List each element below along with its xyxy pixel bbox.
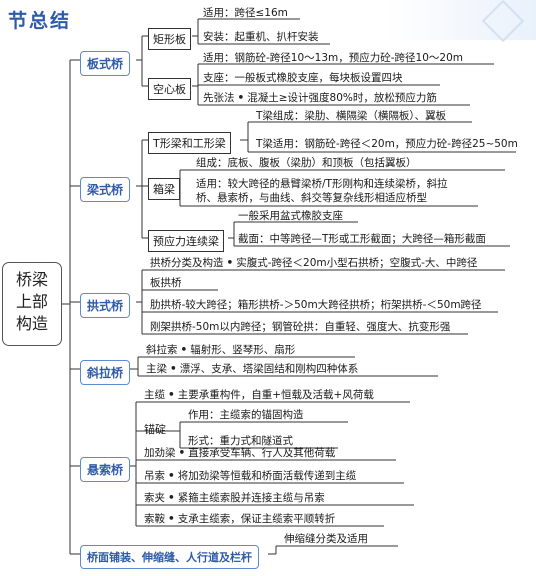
bullet-dot: • <box>168 492 175 504</box>
text-prestressed-support: 一般采用盆式橡胶支座 <box>238 210 343 222</box>
text-expansion-joint: 伸缩缝分类及适用 <box>284 533 368 545</box>
text-stiffening-girder: 加劲梁•直接承受车辆、行人及其他荷载 <box>144 447 336 459</box>
text-cable-clamp: 索夹•紧箍主缆索股并连接主缆与吊索 <box>144 492 325 504</box>
bullet-dot: • <box>237 92 245 104</box>
text-rib-arch: 肋拱桥-较大跨径；箱形拱桥-＞50m大跨径拱桥；桁架拱桥-＜50m跨径 <box>150 299 482 311</box>
text-t-composition: T梁组成：梁肋、横隔梁（横隔板）、翼板 <box>256 110 447 122</box>
watermark <box>386 0 536 43</box>
node-rectangular-slab: 矩形板 <box>148 28 191 50</box>
text-rigid-arch: 刚架拱桥-50m以内跨径；钢管砼拱：自重轻、强度大、抗变形强 <box>150 321 451 333</box>
node-prestressed-continuous: 预应力连续梁 <box>148 230 224 252</box>
text-main-girder: 主梁•漂浮、支承、塔梁固结和刚构四种体系 <box>146 363 359 375</box>
bullet-dot: • <box>180 344 188 356</box>
text-box-composition: 组成：底板、腹板（梁肋）和顶板（包括翼板） <box>196 157 417 169</box>
node-hollow-slab: 空心板 <box>148 78 191 100</box>
text-box-applicability-1: 适用：较大跨径的悬臂梁桥/T形刚构和连续梁桥，斜拉 <box>196 178 448 190</box>
text-slab-arch: 板拱桥 <box>150 277 182 289</box>
node-t-beam: T形梁和工形梁 <box>148 132 231 154</box>
text-hollow-support: 支座：一般板式橡胶支座，每块板设置四块 <box>203 72 403 84</box>
node-anchorage: 锚碇 <box>144 423 166 436</box>
category-cable-stayed: 斜拉桥 <box>80 360 131 385</box>
category-beam-bridge: 梁式桥 <box>80 177 131 202</box>
text-anchor-form: 形式：重力式和隧道式 <box>188 435 293 447</box>
bullet-dot: • <box>168 389 175 401</box>
text-arch-classification: 拱桥分类及构造•实腹式-跨径＜20m小型石拱桥；空腹式-大、中跨径 <box>150 257 478 269</box>
category-arch-bridge: 拱式桥 <box>80 293 131 318</box>
text-hollow-span: 适用：钢筋砼-跨径10～13m，预应力砼-跨径10～20m <box>203 52 463 64</box>
category-slab-bridge: 板式桥 <box>80 51 131 76</box>
text-rect-install: 安装：起重机、扒杆安装 <box>203 31 319 43</box>
root-node: 桥梁 上部 构造 <box>2 262 62 346</box>
text-rect-span: 适用：跨径≤16m <box>203 7 288 19</box>
text-prestressed-section: 截面：中等跨径—T形或工形截面；大跨径—箱形截面 <box>238 233 486 245</box>
node-box-girder: 箱梁 <box>148 178 180 200</box>
bullet-dot: • <box>168 513 175 525</box>
text-box-applicability-2: 桥、悬索桥，与曲线、斜交等复杂线形相适应桥型 <box>196 192 427 204</box>
text-anchor-function: 作用：主缆索的锚固构造 <box>188 409 304 421</box>
bullet-dot: • <box>170 363 177 375</box>
text-hanger: 吊索•将加劲梁等恒载和桥面活载传递到主缆 <box>144 470 357 482</box>
category-suspension: 悬索桥 <box>80 457 131 482</box>
text-main-cable: 主缆•主要承重构件，自重+恒载及活载+风荷载 <box>144 389 374 401</box>
bullet-dot: • <box>178 447 186 459</box>
bullet-dot: • <box>226 257 234 269</box>
bullet-dot: • <box>168 470 175 482</box>
text-stay-cable: 斜拉索•辐射形、竖琴形、扇形 <box>146 344 296 356</box>
category-deck-accessories: 桥面铺装、伸缩缝、人行道及栏杆 <box>80 545 259 569</box>
text-cable-saddle: 索鞍•支承主缆索，保证主缆索平顺转折 <box>144 513 336 525</box>
page-title: 节总结 <box>8 10 72 32</box>
text-hollow-pretension: 先张法•混凝土≥设计强度80%时，放松预应力筋 <box>203 92 437 104</box>
text-t-applicability: T梁适用：钢筋砼-跨径＜20m，预应力砼-跨径25~50m <box>256 138 518 150</box>
